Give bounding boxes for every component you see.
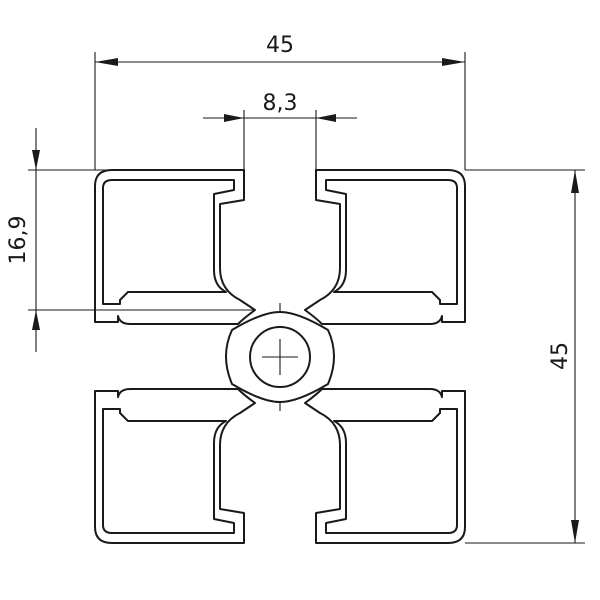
chamber-inner-bottom-left xyxy=(102,408,235,534)
arrow-left xyxy=(95,58,118,66)
center-bore xyxy=(249,326,311,388)
slot-arrow-right xyxy=(316,114,336,122)
dimension-label-width: 45 xyxy=(266,33,294,58)
chamber-outer-top-right xyxy=(304,169,466,325)
arrow-right xyxy=(442,58,465,66)
chamber-inner-bottom-right xyxy=(325,408,458,534)
arrow-bottom xyxy=(571,520,579,543)
chamber-inner-top-right xyxy=(325,179,458,305)
arrow-top xyxy=(571,170,579,193)
dimension-label-slot-width: 8,3 xyxy=(263,91,298,116)
chamber-outer-bottom-right xyxy=(304,388,466,544)
dimension-slot-width: 8,3 xyxy=(203,91,357,170)
slot-arrow-left xyxy=(224,114,244,122)
chamber-outer-bottom-left xyxy=(94,388,256,544)
depth-arrow-bottom xyxy=(32,310,40,330)
chamber-inner-top-left xyxy=(102,179,235,305)
dimension-label-slot-depth: 16,9 xyxy=(6,216,31,265)
dimension-overall-width: 45 xyxy=(94,33,466,170)
depth-arrow-top xyxy=(32,150,40,170)
dimension-slot-depth: 16,9 xyxy=(6,128,255,352)
dimension-overall-height: 45 xyxy=(465,169,585,544)
chamber-outer-top-left xyxy=(94,169,256,325)
dimension-label-height: 45 xyxy=(548,342,573,370)
profile-cross-section xyxy=(94,169,466,544)
